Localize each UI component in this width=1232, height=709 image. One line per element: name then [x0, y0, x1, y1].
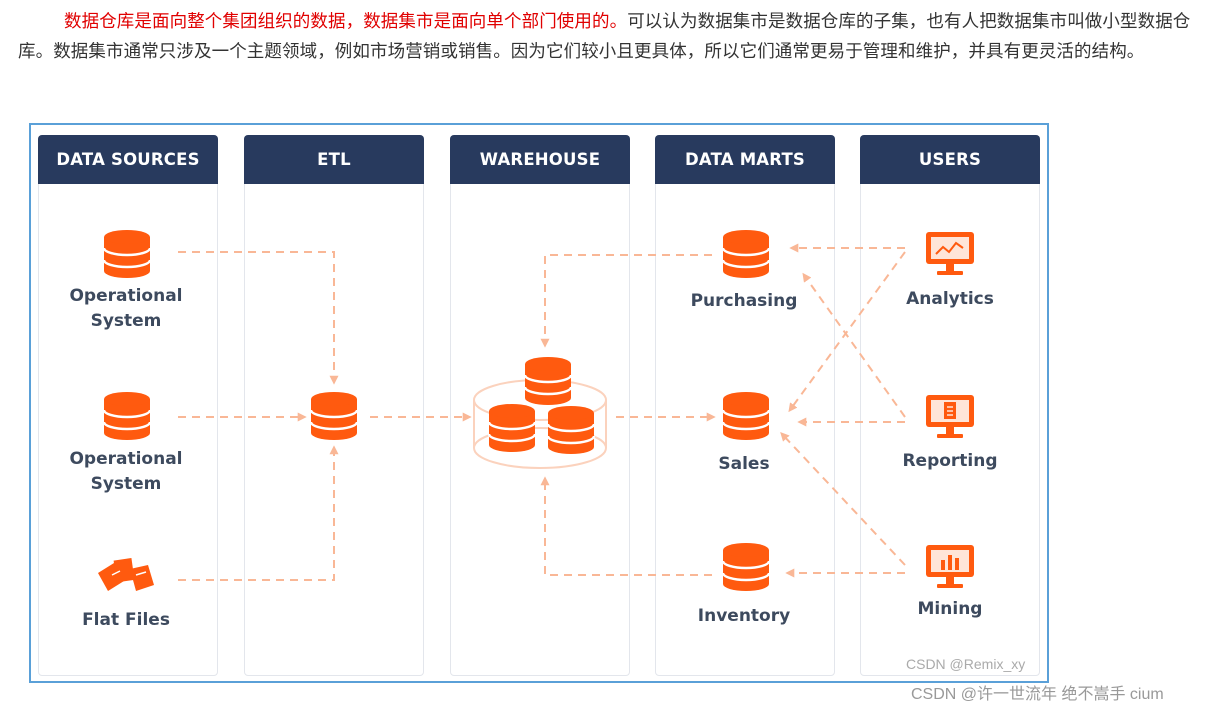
database-icon	[102, 390, 152, 442]
label-mining: Mining	[917, 599, 983, 619]
label-purchasing: Purchasing	[690, 291, 798, 311]
files-icon	[98, 558, 154, 591]
label-reporting: Reporting	[902, 451, 998, 471]
column-etl: ETL	[244, 135, 424, 676]
intro-text: 可以认为数据集市是数据仓库的子集，也有人把数据集市叫做小型数据仓库。数据集市通常…	[18, 12, 1191, 62]
column-header: ETL	[244, 135, 424, 184]
arrow-inventory-warehouse	[540, 476, 712, 576]
column-data-sources: DATA SOURCES	[38, 135, 218, 676]
intro-paragraph: 数据仓库是面向整个集团组织的数据，数据集市是面向单个部门使用的。可以认为数据集市…	[18, 8, 1224, 67]
column-header: USERS	[860, 135, 1040, 184]
column-header: DATA MARTS	[655, 135, 835, 184]
label-analytics: Analytics	[906, 289, 994, 309]
database-icon	[721, 541, 771, 593]
database-icon	[721, 390, 771, 442]
arrow-purchasing-warehouse	[540, 254, 712, 348]
watermark-outer: CSDN @许一世流年 绝不嵩手 cium	[911, 686, 1164, 703]
label-sales: Sales	[718, 454, 770, 474]
arrow-reporting-purchasing	[802, 272, 906, 418]
arrow-analytics-sales	[788, 251, 906, 413]
database-icon	[721, 228, 771, 280]
intro-highlight: 数据仓库是面向整个集团组织的数据，数据集市是面向单个部门使用的。	[64, 12, 628, 32]
arrow-mining-sales	[780, 432, 906, 566]
arrow-op1-etl	[178, 251, 339, 385]
label-inventory: Inventory	[697, 606, 791, 626]
column-header: DATA SOURCES	[38, 135, 218, 184]
database-icon	[102, 228, 152, 280]
label-operational-system-2: Operational System	[69, 449, 183, 494]
column-header: WAREHOUSE	[450, 135, 630, 184]
column-warehouse: WAREHOUSE	[450, 135, 630, 676]
label-flat-files: Flat Files	[82, 610, 170, 630]
watermark-inner: CSDN @Remix_xy	[906, 656, 1026, 672]
monitor-bars-icon	[926, 545, 974, 588]
monitor-chart-icon	[926, 232, 974, 275]
database-icon	[309, 390, 359, 442]
arrow-files-etl	[178, 445, 339, 581]
warehouse-icon	[473, 355, 607, 469]
label-operational-system-1: Operational System	[69, 286, 183, 331]
monitor-report-icon	[926, 395, 974, 438]
connectors	[178, 243, 906, 581]
